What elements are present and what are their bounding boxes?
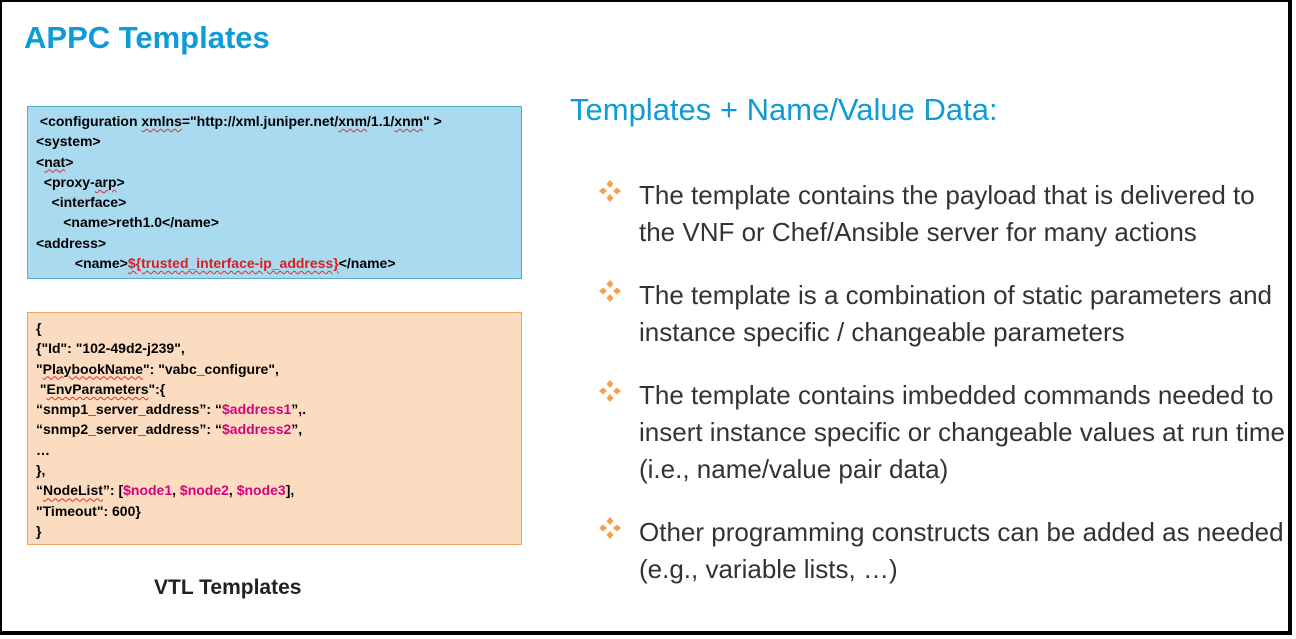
bullet-text: The template contains the payload that i… [639, 180, 1255, 247]
code-segment: EnvParameters [46, 380, 149, 397]
code-segment: <name>reth1.0</name> [36, 214, 219, 231]
code-segment: , [172, 482, 180, 499]
code-segment: " > [423, 113, 442, 129]
code-segment: “snmp2_server_address”: “ [36, 421, 222, 438]
code-line: <interface> [36, 192, 513, 212]
code-segment: " [36, 360, 43, 377]
code-segment: ], [285, 482, 295, 499]
code-segment: $address1 [222, 401, 292, 418]
json-template-box: {{"Id": "102-49d2-j239","PlaybookName": … [27, 312, 522, 545]
code-line: {"Id": "102-49d2-j239", [36, 338, 513, 358]
code-segment: xnm [338, 113, 368, 129]
diamond-cluster-icon [599, 517, 621, 539]
code-segment: > [65, 153, 74, 170]
code-line: <name>${trusted_interface-ip_address}</n… [36, 253, 513, 273]
code-segment: ": "vabc_configure", [143, 360, 279, 377]
code-segment: { [36, 320, 42, 336]
code-segment: xnm [394, 113, 424, 129]
code-segment: $node1 [123, 482, 173, 499]
code-segment: > [116, 173, 125, 190]
code-line: "PlaybookName": "vabc_configure", [36, 359, 513, 379]
code-line: } [36, 521, 513, 541]
code-segment: <name> [36, 255, 128, 272]
code-segment: <address> [36, 234, 107, 251]
code-segment: } [36, 522, 42, 539]
code-line: <proxy-arp> [36, 172, 513, 192]
code-segment: ”,. [291, 401, 307, 418]
code-segment: ="http://xml.juniper.net/ [181, 113, 339, 129]
code-segment: “ [36, 482, 43, 499]
code-segment: /1.1/ [367, 113, 395, 129]
code-line: <configuration xmlns="http://xml.juniper… [36, 111, 513, 131]
vtl-templates-caption: VTL Templates [154, 576, 302, 599]
code-segment: … [36, 441, 50, 458]
bullet-list: The template contains the payload that i… [598, 177, 1288, 588]
bullet-text: Other programming constructs can be adde… [639, 517, 1284, 584]
code-segment: $address2 [222, 421, 292, 438]
bullet-text: The template contains imbedded commands … [639, 380, 1286, 484]
code-segment: “snmp1_server_address”: “ [36, 401, 222, 418]
code-segment: NodeList [43, 482, 103, 499]
code-segment: < [36, 153, 45, 170]
code-segment: ”, [291, 421, 303, 438]
bullet-item: The template contains imbedded commands … [598, 377, 1288, 488]
code-line: "Timeout": 600} [36, 501, 513, 521]
code-segment: <system> [36, 133, 101, 150]
code-segment: <proxy- [36, 173, 95, 190]
code-line: "EnvParameters":{ [36, 379, 513, 399]
code-segment: , [228, 482, 237, 499]
code-segment: ${trusted_interface-ip_address} [127, 255, 339, 272]
code-segment: arp [94, 173, 117, 190]
code-segment: ":{ [148, 380, 166, 397]
code-line: “snmp1_server_address”: “$address1”,. [36, 399, 513, 419]
diamond-cluster-icon [599, 380, 621, 402]
xml-template-box: <configuration xmlns="http://xml.juniper… [27, 106, 522, 279]
code-segment: nat [44, 153, 66, 170]
diamond-cluster-icon [599, 280, 621, 302]
code-line: }, [36, 460, 513, 480]
code-line: { [36, 318, 513, 338]
code-line: <nat> [36, 152, 513, 172]
code-segment: <interface> [36, 194, 127, 211]
code-line: “NodeList”: [$node1, $node2, $node3], [36, 480, 513, 500]
code-segment: <configuration [36, 113, 142, 129]
code-segment: $node3 [236, 482, 286, 499]
code-line: <address> [36, 233, 513, 253]
code-line: … [36, 440, 513, 460]
code-segment: " [36, 380, 47, 397]
code-line: <system> [36, 131, 513, 151]
bullet-item: The template contains the payload that i… [598, 177, 1288, 251]
code-segment: }, [36, 462, 46, 479]
diamond-cluster-icon [599, 180, 621, 202]
code-segment: ”: [ [102, 482, 124, 499]
code-segment: $node2 [179, 482, 229, 499]
code-segment: {"Id": "102-49d2-j239", [36, 340, 185, 357]
code-line: “snmp2_server_address”: “$address2”, [36, 419, 513, 439]
bullet-item: The template is a combination of static … [598, 277, 1288, 351]
slide-title: APPC Templates [24, 20, 270, 55]
section-heading: Templates + Name/Value Data: [570, 92, 998, 127]
bullet-item: Other programming constructs can be adde… [598, 514, 1288, 588]
code-line: <name>reth1.0</name> [36, 212, 513, 232]
code-segment: PlaybookName [42, 360, 144, 377]
bullet-text: The template is a combination of static … [639, 280, 1272, 347]
code-segment: xmlns [141, 113, 182, 129]
code-segment: "Timeout": 600} [36, 502, 141, 519]
code-segment: </name> [338, 255, 396, 272]
